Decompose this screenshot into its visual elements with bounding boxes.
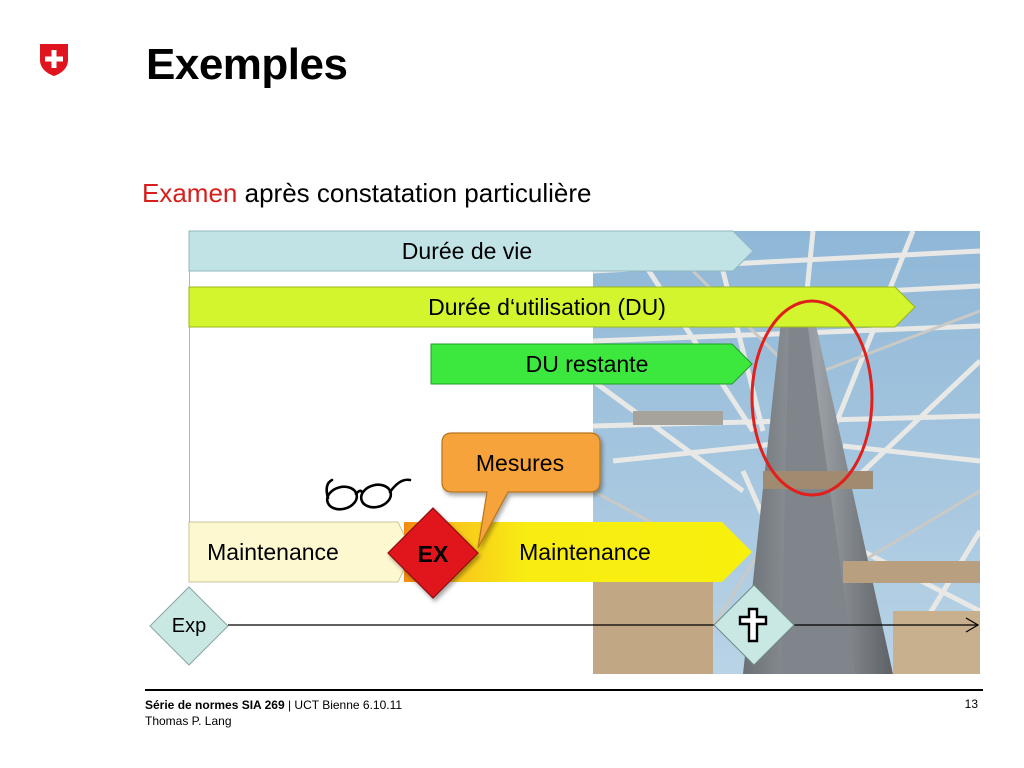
maintenance-right-label: Maintenance bbox=[519, 539, 651, 565]
du-restante-label: DU restante bbox=[525, 351, 649, 377]
footer-divider bbox=[145, 689, 983, 691]
footer-event: UCT Bienne 6.10.11 bbox=[294, 698, 403, 712]
slide-title: Exemples bbox=[146, 40, 348, 89]
subtitle-rest: après constatation particulière bbox=[237, 178, 592, 208]
maintenance-left-label: Maintenance bbox=[207, 539, 339, 565]
footer-author: Thomas P. Lang bbox=[145, 714, 232, 728]
footer-separator: | bbox=[284, 698, 295, 712]
slide-subtitle: Examen après constatation particulière bbox=[142, 178, 591, 209]
exp-label: Exp bbox=[171, 615, 207, 637]
subtitle-accent: Examen bbox=[142, 178, 238, 208]
duree-utilisation-label: Durée d‘utilisation (DU) bbox=[428, 294, 666, 320]
ex-label: EX bbox=[417, 541, 449, 567]
mesures-label: Mesures bbox=[475, 450, 565, 476]
page-number: 13 bbox=[964, 697, 978, 711]
footer-info: Série de normes SIA 269 | UCT Bienne 6.1… bbox=[145, 697, 402, 729]
duree-de-vie-label: Durée de vie bbox=[401, 238, 533, 264]
footer-series: Série de normes SIA 269 bbox=[145, 698, 285, 712]
timeline-frame-line bbox=[189, 270, 190, 522]
swiss-cross-shield-icon bbox=[40, 44, 68, 76]
glasses-icon bbox=[325, 478, 412, 511]
latin-cross-icon bbox=[738, 607, 768, 643]
